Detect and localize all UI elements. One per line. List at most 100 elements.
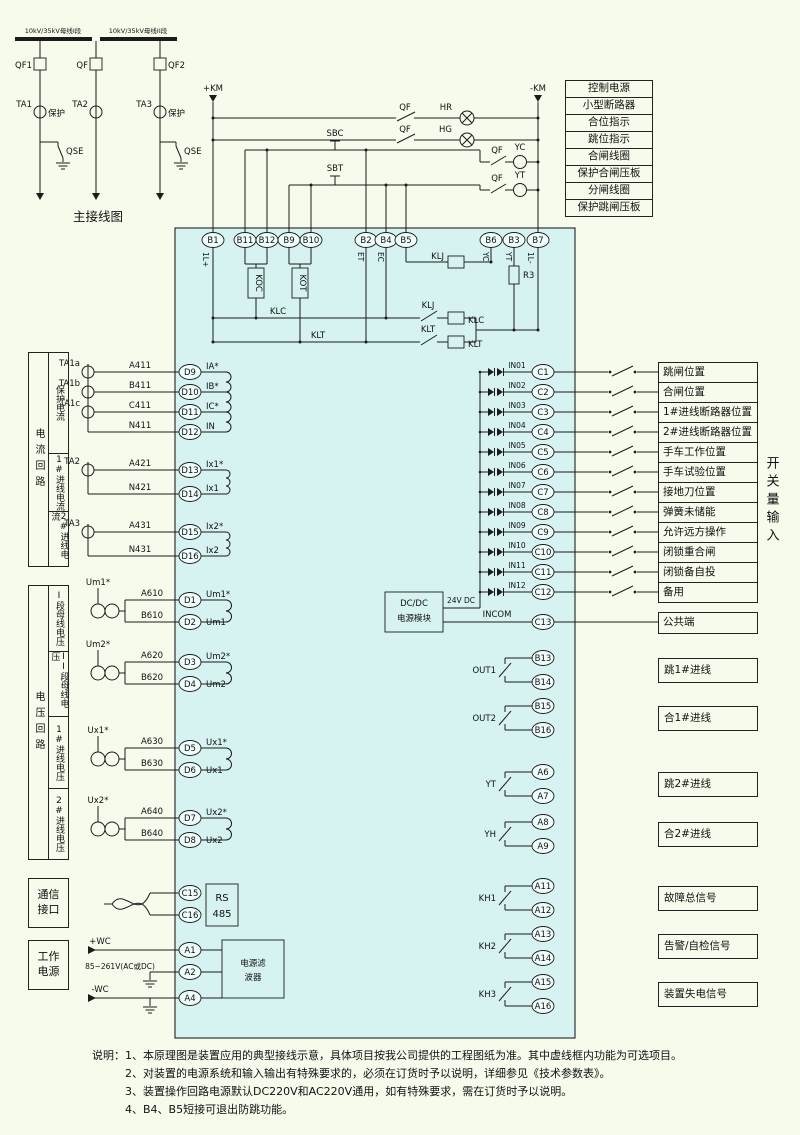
device-body (174, 227, 576, 1039)
klt-coil-label: KLT (468, 340, 483, 350)
hr-lamp-label: HR (440, 103, 452, 113)
terminal-d5: D5 (184, 744, 196, 754)
wire-a620: A620 (141, 651, 163, 661)
output-label-fault: 故障总信号 (658, 886, 758, 911)
sig-um1s: Um1* (206, 590, 230, 600)
control-label-breaker: 小型断路器 (565, 97, 653, 115)
terminal-d13: D13 (181, 466, 198, 476)
terminal-d14: D14 (181, 490, 198, 500)
wire-c411: C411 (129, 401, 151, 411)
control-label-closed-ind: 合位指示 (565, 114, 653, 132)
binary-input-group-label: 开关量输入 (763, 455, 779, 546)
power-section-label: 工作电源 (37, 950, 60, 978)
qf-contact-hg-label: QF (399, 125, 411, 135)
terminal-b15: B15 (535, 702, 552, 712)
sig-ux1s: Ux1* (206, 738, 227, 748)
terminal-b4: B4 (380, 236, 391, 246)
main-diagram-title: 主接线图 (73, 209, 123, 224)
terminal-b7-tag: 1L- (526, 252, 535, 264)
klc-coil-symbol (447, 311, 465, 325)
dcdc-label-1: DC/DC (400, 599, 428, 609)
terminal-b13: B13 (535, 654, 552, 664)
busbar-2-label: 10kV/35kV母线II段 (109, 26, 168, 35)
wire-a411: A411 (129, 361, 151, 371)
notes: 说明：1、本原理图是装置应用的典型接线示意，具体项目按我公司提供的工程图纸为准。… (92, 1047, 752, 1120)
ta2-label: TA2 (71, 100, 88, 110)
control-label-close-coil: 合闸线圈 (565, 148, 653, 166)
input-label-cb2-pos: 2#进线断路器位置 (658, 422, 758, 443)
device-interior-relays: KOC KOT KLC KLT KLJ KLJ KLT KLC KLT R3 (211, 248, 540, 350)
terminal-c1: C1 (537, 368, 548, 378)
terminal-c11: C11 (535, 568, 552, 578)
input-label-cart-work: 手车工作位置 (658, 442, 758, 463)
kh3-label: KH3 (479, 990, 496, 1000)
klt-coil-symbol (447, 335, 465, 349)
input-label-spare: 备用 (658, 582, 758, 603)
device-top-terminals: B1 B11 B12 B9 B10 B2 B4 B5 B6 B3 B7 1L+ … (201, 232, 550, 267)
ta1a-label: TA1a (58, 359, 80, 369)
terminal-d10: D10 (181, 388, 198, 398)
sig-ix2s: Ix2* (206, 522, 223, 532)
sig-um1: Um1 (206, 618, 226, 628)
main-wiring-diagram: 10kV/35kV母线I段 10kV/35kV母线II段 QF1 QF QF2 … (15, 26, 201, 224)
terminal-b3: B3 (508, 236, 519, 246)
sig-ux2: Ux2 (206, 836, 223, 846)
kh1-label: KH1 (479, 894, 496, 904)
current-sub-protect: 保护电流 (54, 385, 64, 421)
wire-b411: B411 (129, 381, 151, 391)
power-section: 工作电源 (28, 940, 69, 990)
terminal-d16: D16 (181, 552, 198, 562)
comm-section: 通信接口 (28, 878, 69, 928)
output-label-loss: 装置失电信号 (658, 982, 758, 1007)
sig-um2: Um2 (206, 680, 226, 690)
terminal-c2: C2 (537, 388, 548, 398)
voltage-input-wiring: Um1* Um2* Ux1* Ux2* A610 B610 A620 B620 … (86, 578, 232, 848)
current-section-label: 电流回路 (33, 427, 44, 492)
ta1-label: TA1 (15, 100, 32, 110)
terminal-b2-tag: ET (356, 252, 365, 262)
yh-out-label: YH (483, 830, 496, 840)
dcdc-24v-label: 24V DC (447, 596, 475, 605)
coil-yt-symbol (513, 183, 527, 197)
sig-um2s: Um2* (206, 652, 230, 662)
rs485-label-num: 485 (212, 909, 231, 920)
terminal-c6: C6 (537, 468, 548, 478)
terminal-c8: C8 (537, 508, 548, 518)
voltage-sub-line1: 1#进线电压 (49, 716, 68, 788)
junction-dots-inputs (478, 370, 637, 594)
wire-n421: N421 (129, 483, 152, 493)
input-label-remote-ok: 允许远方操作 (658, 522, 758, 543)
terminal-d2: D2 (184, 618, 196, 628)
binary-inputs: DC/DC 电源模块 24V DC INCOM C13 (384, 361, 658, 633)
terminal-a1: A1 (184, 946, 195, 956)
sig-in11: IN11 (508, 561, 526, 570)
input-label-spring: 弹簧未储能 (658, 502, 758, 523)
voltage-sub-bus2: II段母线电压 (49, 651, 69, 716)
voltage-sub-bus1: I段母线电压 (54, 591, 64, 646)
terminal-b6-tag: YC (481, 251, 490, 261)
ta1c-label: TA1c (59, 399, 81, 409)
qf-contact-yc-label: QF (491, 146, 503, 156)
sig-in: IN (206, 422, 215, 432)
terminal-a16: A16 (535, 1002, 552, 1012)
terminal-b4-tag: EC (376, 252, 385, 262)
wire-b640: B640 (141, 829, 163, 839)
control-label-trip-coil: 分闸线圈 (565, 182, 653, 200)
coil-yc-symbol (513, 155, 527, 169)
src-ux2: Ux2* (88, 796, 109, 806)
kh2-label: KH2 (479, 942, 496, 952)
protect-label-1: 保护 (48, 108, 65, 119)
comm-section-label: 通信接口 (37, 888, 60, 916)
klt-contact-label: KLT (421, 325, 436, 335)
sig-in04: IN04 (508, 421, 526, 430)
current-sub-line1: 1#进线电流 (49, 453, 68, 511)
terminal-a7: A7 (537, 792, 548, 802)
kot-relay-label: KOT (297, 275, 307, 293)
incom-label: INCOM (483, 610, 512, 620)
qf1-label: QF1 (15, 61, 32, 71)
sig-in09: IN09 (508, 521, 526, 530)
power-filter-label-2: 波器 (244, 972, 262, 983)
wire-n411: N411 (129, 421, 152, 431)
terminal-a2: A2 (184, 968, 195, 978)
output-contacts: OUT1 OUT2 YT YH KH1 KH2 KH3 B13 B14 B15 … (472, 650, 555, 1014)
